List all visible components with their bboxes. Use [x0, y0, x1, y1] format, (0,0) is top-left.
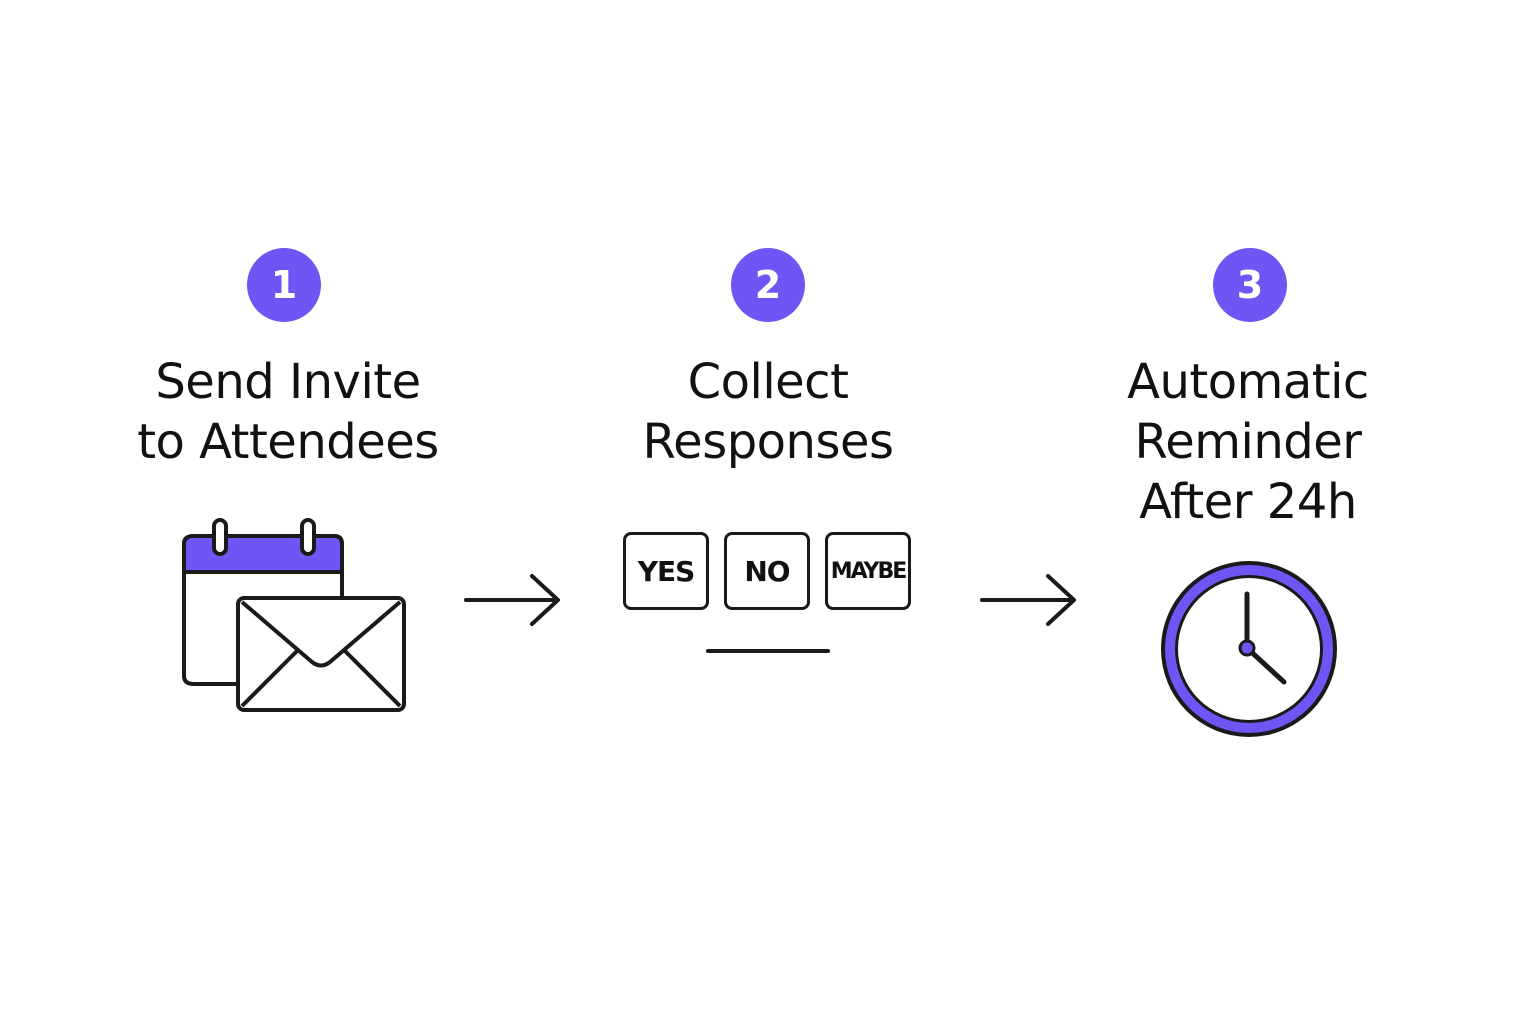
step-1-badge: 1	[247, 248, 321, 322]
step-1-title-line-2: to Attendees	[137, 414, 439, 470]
step-2-title-line-1: Collect	[687, 354, 849, 410]
step-2-title-line-2: Responses	[642, 414, 894, 470]
rsvp-maybe-option: MAYBE	[825, 532, 911, 610]
step-2-badge: 2	[731, 248, 805, 322]
rsvp-no-option: NO	[724, 532, 810, 610]
step-3-title-line-1: Automatic	[1127, 354, 1369, 410]
arrow-right-icon	[464, 574, 560, 626]
rsvp-yes-option: YES	[623, 532, 709, 610]
clock-icon	[1161, 561, 1337, 737]
step-3-title: Automatic Reminder After 24h	[1048, 352, 1448, 532]
calendar-envelope-icon	[182, 518, 406, 712]
step-2-title: Collect Responses	[568, 352, 968, 472]
step-1-title-line-1: Send Invite	[155, 354, 421, 410]
step-3-badge: 3	[1213, 248, 1287, 322]
step-3-title-line-3: After 24h	[1139, 474, 1357, 530]
step-3-title-line-2: Reminder	[1134, 414, 1362, 470]
envelope-icon	[236, 596, 406, 712]
responses-divider	[706, 649, 830, 653]
arrow-right-icon	[980, 574, 1076, 626]
step-1-title: Send Invite to Attendees	[88, 352, 488, 472]
